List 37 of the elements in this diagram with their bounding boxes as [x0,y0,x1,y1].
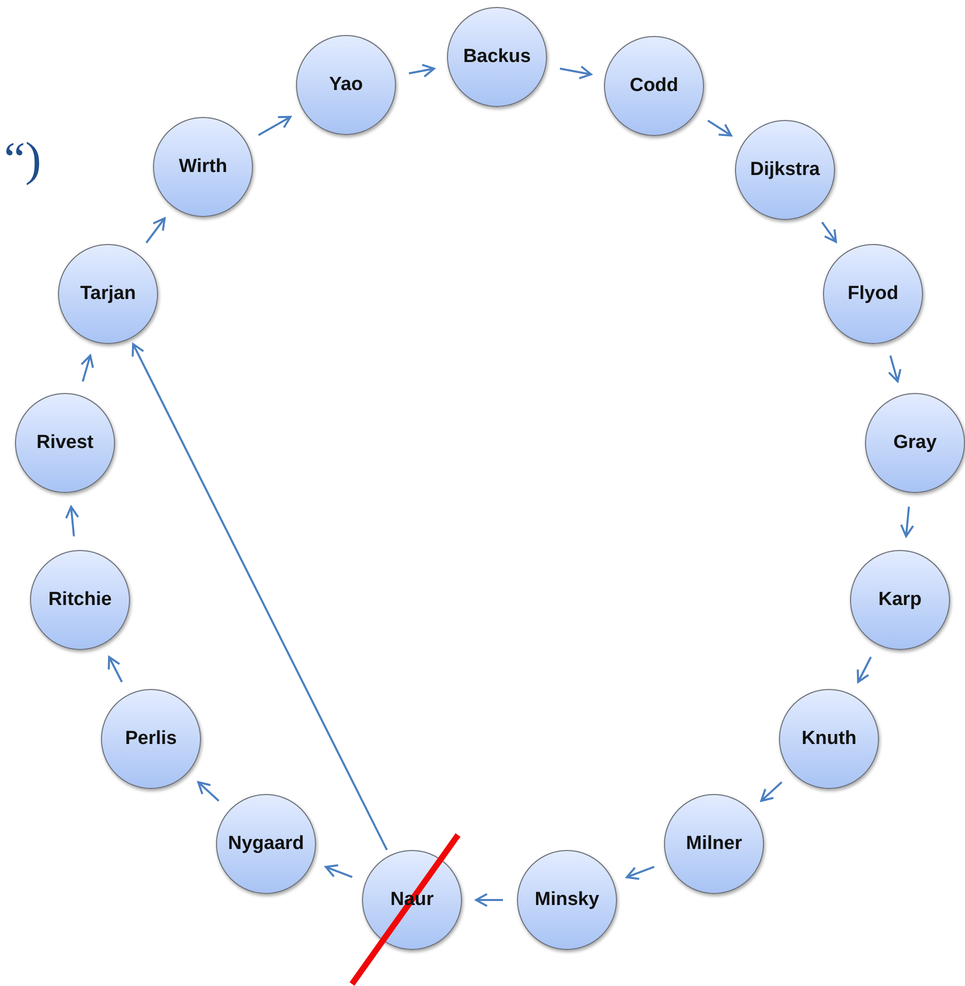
person-name: Wirth [178,155,228,179]
person-name: Minsky [534,888,600,912]
name-circle [779,689,879,789]
arrow [475,893,503,907]
person-name: Ritchie [48,588,112,612]
person-name: Gray [893,431,937,455]
person-name: Karp [878,588,922,612]
person-name: Flyod [848,282,898,306]
arrow [626,866,655,880]
arrow [146,217,166,244]
person-name: Milner [686,832,742,856]
arrow [65,506,80,536]
name-circle [362,850,462,950]
arrow [856,656,872,683]
arrow [821,222,837,243]
name-circle [216,794,316,894]
arrow [408,64,436,78]
arrow [760,781,782,802]
person-name: Codd [630,74,678,98]
cut-off-text: “) [4,132,42,187]
person-name: Backus [463,45,531,69]
arrow [197,781,220,802]
person-name: Nygaard [228,832,304,856]
arrow [560,65,592,80]
arrow [258,116,292,136]
arrow [80,354,94,382]
person-name: Yao [329,73,363,97]
arrow [108,656,123,682]
arrow [900,506,914,538]
person-name: Rivest [36,431,94,455]
person-name: Tarjan [80,282,136,306]
arrow [707,120,732,136]
arrow [888,355,902,382]
person-name: Perlis [125,727,177,751]
person-name: Dijkstra [750,158,820,182]
person-name: Knuth [802,727,856,751]
arrow [324,864,353,878]
